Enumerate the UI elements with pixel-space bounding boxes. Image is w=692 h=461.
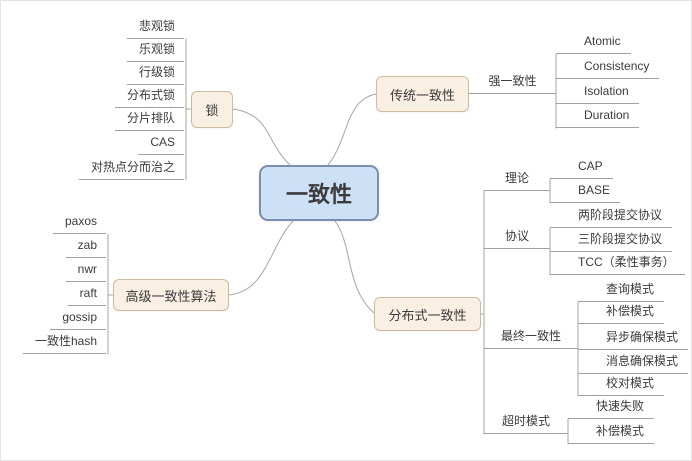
leaf-async-ensure-mode[interactable]: 异步确保模式: [578, 330, 689, 350]
leaf-zab[interactable]: zab: [65, 238, 106, 258]
leaf-gossip[interactable]: gossip: [50, 310, 106, 330]
leaf-compensation-mode[interactable]: 补偿模式: [578, 304, 665, 324]
curve-distributed-center: [334, 220, 375, 314]
node-lock[interactable]: 锁: [191, 91, 233, 128]
node-advanced-label: 高级一致性算法: [125, 288, 217, 304]
leaf-base[interactable]: BASE: [550, 183, 621, 203]
node-traditional-label: 传统一致性: [389, 87, 455, 103]
leaf-shard-queue[interactable]: 分片排队: [114, 111, 184, 131]
leaf-tcc[interactable]: TCC（柔性事务）: [550, 255, 685, 275]
leaf-isolation[interactable]: Isolation: [556, 84, 639, 104]
leaf-timeout-compensation-mode[interactable]: 补偿模式: [568, 424, 655, 444]
leaf-distributed-lock[interactable]: 分布式锁: [114, 88, 184, 108]
node-distributed-consistency[interactable]: 分布式一致性: [374, 297, 481, 331]
leaf-consistency[interactable]: Consistency: [556, 59, 660, 79]
center-topic-label: 一致性: [285, 182, 352, 207]
node-theory[interactable]: 理论: [484, 171, 550, 191]
leaf-reconcile-mode[interactable]: 校对模式: [578, 376, 665, 396]
leaf-cap[interactable]: CAP: [550, 159, 613, 179]
leaf-3pc[interactable]: 三阶段提交协议: [550, 232, 673, 252]
node-strong-consistency[interactable]: 强一致性: [469, 74, 556, 94]
node-timeout-mode[interactable]: 超时模式: [484, 414, 568, 434]
leaf-fast-fail[interactable]: 快速失败: [568, 399, 655, 419]
leaf-nwr[interactable]: nwr: [65, 262, 106, 282]
node-traditional-consistency[interactable]: 传统一致性: [376, 76, 469, 112]
leaf-cas[interactable]: CAS: [138, 135, 184, 155]
leaf-paxos[interactable]: paxos: [52, 214, 106, 234]
curve-traditional-center: [327, 93, 377, 166]
leaf-pessimistic-lock[interactable]: 悲观锁: [126, 19, 184, 39]
center-topic[interactable]: 一致性: [259, 165, 379, 221]
node-advanced-algorithms[interactable]: 高级一致性算法: [113, 279, 229, 311]
leaf-atomic[interactable]: Atomic: [556, 34, 631, 54]
leaf-raft[interactable]: raft: [67, 286, 106, 306]
leaf-consistent-hash[interactable]: 一致性hash: [22, 334, 106, 354]
leaf-hotspot-divide[interactable]: 对热点分而治之: [78, 160, 184, 180]
leaf-2pc[interactable]: 两阶段提交协议: [550, 208, 673, 228]
node-distributed-label: 分布式一致性: [388, 307, 467, 323]
curve-lock-center: [232, 108, 291, 166]
leaf-query-mode[interactable]: 查询模式: [578, 282, 665, 302]
node-eventual-consistency[interactable]: 最终一致性: [484, 329, 578, 349]
leaf-row-lock[interactable]: 行级锁: [126, 65, 184, 85]
node-lock-label: 锁: [205, 103, 219, 118]
curve-advanced-center: [228, 220, 294, 296]
leaf-message-ensure-mode[interactable]: 消息确保模式: [578, 354, 689, 374]
node-protocol[interactable]: 协议: [484, 229, 550, 249]
leaf-optimistic-lock[interactable]: 乐观锁: [126, 42, 184, 62]
leaf-duration[interactable]: Duration: [556, 108, 640, 128]
